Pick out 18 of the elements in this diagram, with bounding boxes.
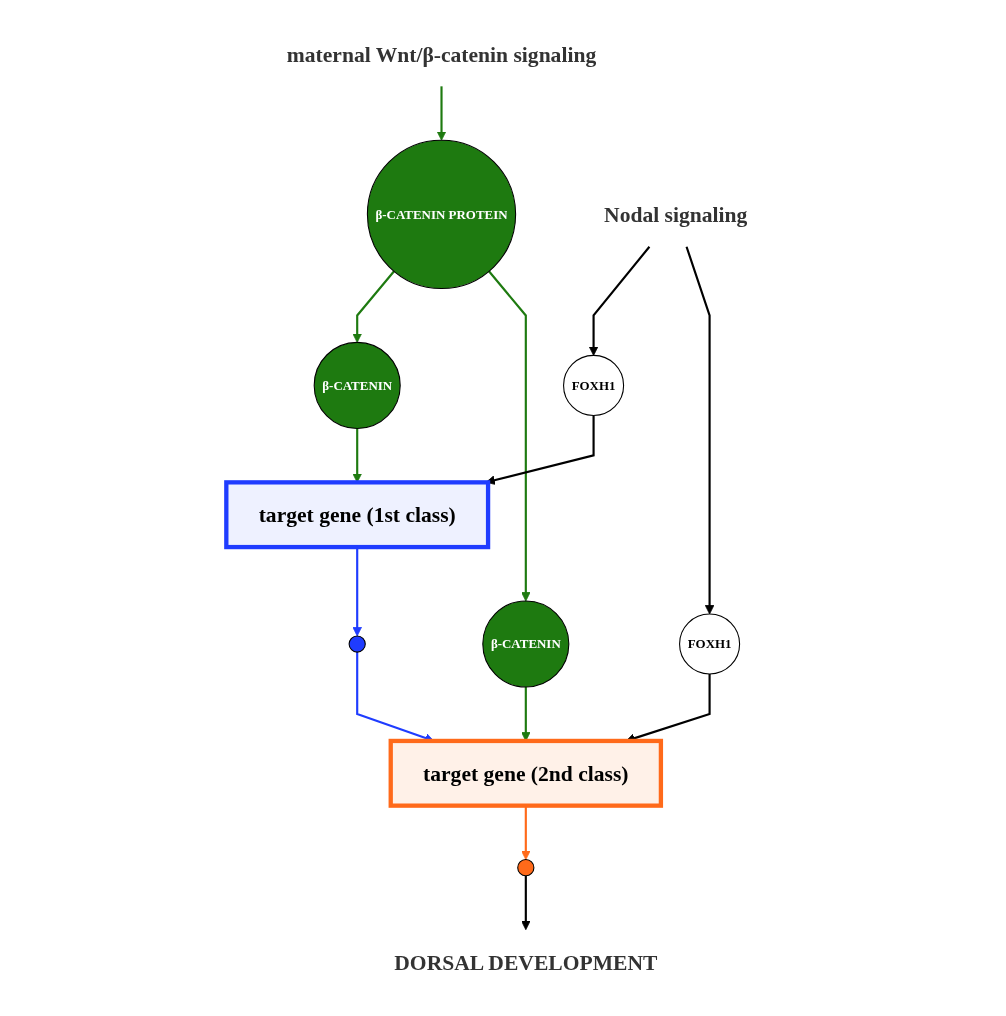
node-box: target gene (1st class) — [224, 480, 491, 550]
arrow — [488, 270, 531, 602]
node-circle: β-CATENIN — [482, 600, 570, 688]
node-circle: FOXH1 — [563, 354, 625, 416]
node-circle: β-CATENIN PROTEIN — [366, 139, 517, 290]
arrow — [521, 875, 531, 931]
arrow — [436, 86, 447, 141]
node-circle: FOXH1 — [679, 613, 741, 675]
node-text: DORSAL DEVELOPMENT — [394, 950, 658, 974]
arrow — [352, 270, 395, 343]
arrow — [588, 246, 651, 356]
node-text: maternal Wnt/β-catenin signaling — [286, 42, 597, 66]
node-text: Nodal signaling — [604, 202, 748, 227]
node-circle — [348, 635, 366, 653]
node-circle — [517, 859, 535, 877]
node-box: target gene (2nd class) — [388, 738, 664, 808]
node-circle: β-CATENIN — [313, 341, 401, 429]
arrow — [685, 246, 715, 615]
